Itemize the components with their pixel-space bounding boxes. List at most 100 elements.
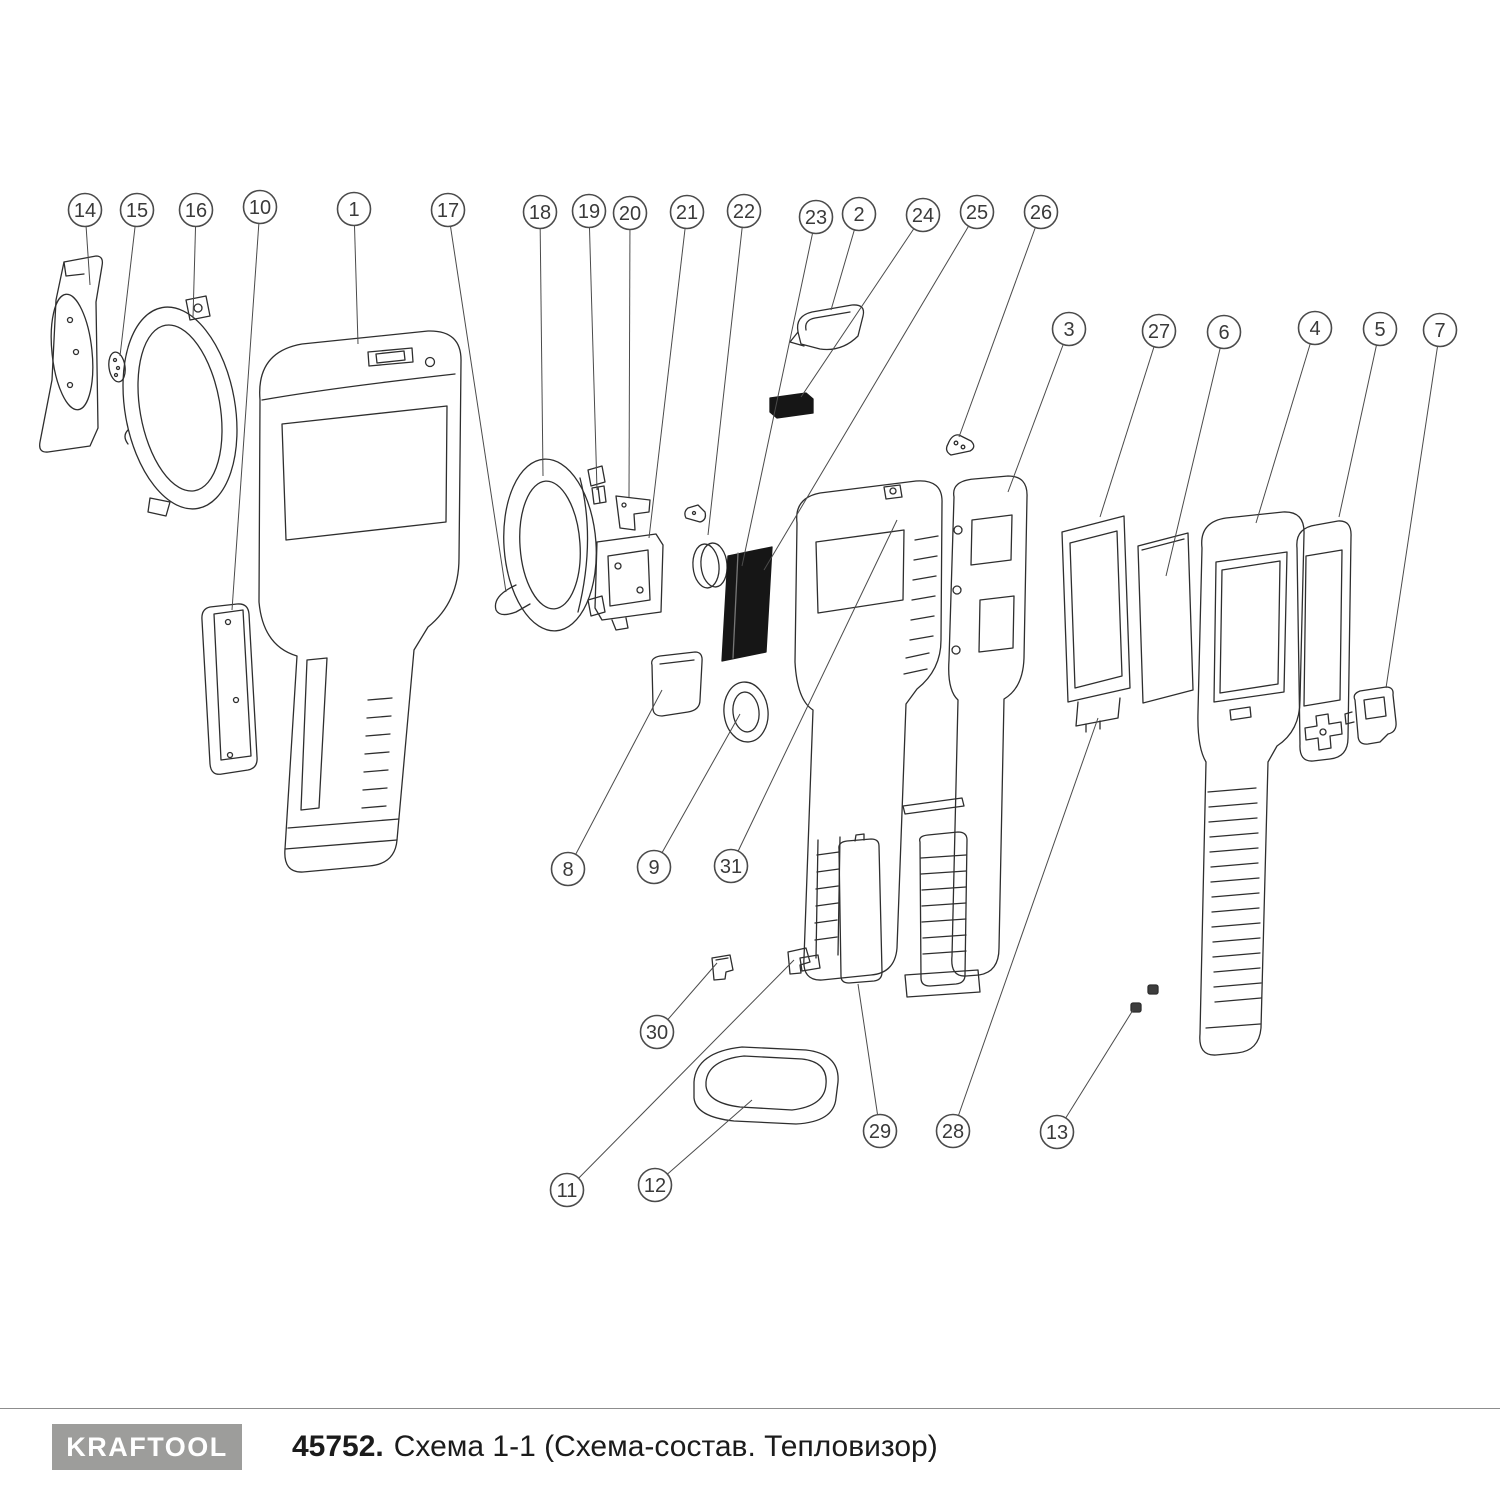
callout-leader-lines [84,206,1441,1191]
callout-leader-7 [1385,329,1441,689]
callout-number-24: 24 [912,205,934,227]
callout-circle-3 [1051,311,1087,347]
callout-number-1: 1 [348,199,359,221]
callout-leader-6 [1165,331,1225,577]
callout-circle-12 [637,1167,673,1203]
brand-name: KRAFTOOL [66,1431,228,1462]
callout-circle-7 [1422,312,1458,348]
callout-number-10: 10 [249,197,271,219]
callout-number-5: 5 [1374,319,1385,341]
part-rear-frame-plate [904,475,1028,998]
callout-number-31: 31 [720,856,742,878]
callout-circle-16 [178,192,214,228]
part-10-side-cover [201,603,258,775]
callout-leader-19 [588,210,598,491]
callout-number-17: 17 [437,200,459,222]
callout-leader-3 [1007,328,1070,493]
callout-number-30: 30 [646,1022,668,1044]
diagram-title: 45752. Схема 1-1 (Схема-состав. Тепловизо… [292,1424,938,1470]
callout-leader-5 [1338,328,1381,518]
part-1-front-housing [258,330,462,873]
callout-number-25: 25 [966,202,988,224]
kraftool-logo: KRAFTOOL [52,1424,242,1470]
diagram-name: Схема 1-1 (Схема-состав. Тепловизор) [393,1430,938,1463]
callout-circle-10 [242,189,278,225]
callout-leader-24 [800,214,924,398]
callout-circle-9 [636,849,672,885]
part-8-rubber-sleeve [651,651,703,717]
part-9-grommet [723,681,769,743]
callout-circle-4 [1297,310,1333,346]
callout-leader-1 [353,208,359,345]
callout-number-29: 29 [869,1121,891,1143]
part-12-bottom-cap [693,1046,839,1125]
part-20-bracket [615,495,651,531]
callout-number-28: 28 [942,1121,964,1143]
part-27-lcd-display [1061,515,1131,733]
callout-circle-18 [522,194,558,230]
part-22-clip [684,504,707,523]
callout-number-20: 20 [619,203,641,225]
callout-circle-2 [841,196,877,232]
callout-number-12: 12 [644,1175,666,1197]
callout-leader-27 [1099,330,1160,518]
callout-leader-13 [1056,1009,1134,1133]
part-4-rear-housing [1197,511,1305,1056]
callout-leader-25 [763,211,978,571]
callout-leader-23 [741,216,817,567]
callout-circle-23 [798,199,834,235]
part-18-lens-ring [494,458,606,632]
diagram-number: 45752. [292,1430,384,1463]
callout-circle-31 [713,848,749,884]
callout-leader-26 [958,211,1042,438]
callout-leader-8 [567,689,663,870]
callout-number-22: 22 [733,201,755,223]
callout-leader-15 [119,209,138,357]
callout-number-11: 11 [557,1180,578,1202]
callout-circle-14 [67,192,103,228]
callout-circle-28 [935,1113,971,1149]
callout-leader-10 [231,206,261,611]
callout-number-14: 14 [74,200,96,222]
callout-circle-11 [549,1172,585,1208]
callout-number-6: 6 [1218,322,1229,344]
callout-number-16: 16 [185,200,207,222]
callout-leader-21 [648,211,688,539]
callout-leader-22 [707,210,745,536]
callout-circle-20 [612,195,648,231]
callout-leader-20 [628,212,631,498]
part-21-lens-module [594,533,664,631]
callout-circle-25 [959,194,995,230]
part-24-block [769,392,814,419]
callout-circle-13 [1039,1114,1075,1150]
callout-leader-9 [653,713,741,868]
callout-leader-28 [952,717,1099,1132]
part-16-front-bezel [122,295,238,517]
callout-circle-17 [430,192,466,228]
part-13-screws [1130,984,1159,1013]
callout-circle-27 [1141,313,1177,349]
part-15-oval-gasket [108,351,126,383]
callout-leader-12 [654,1099,753,1186]
footer-divider [0,1408,1500,1409]
callout-circle-29 [862,1113,898,1149]
callout-circle-8 [550,851,586,887]
part-25-ribbon-cable [721,546,773,662]
callout-circle-19 [571,193,607,229]
callout-number-21: 21 [676,202,698,224]
parts-line-art [39,255,1397,1125]
callout-circle-26 [1023,194,1059,230]
callout-number-2: 2 [853,204,864,226]
callout-leader-29 [857,983,881,1132]
part-14-flat-plate [39,255,104,453]
part-19-spacer [591,485,607,505]
callout-circle-1 [336,191,372,227]
callout-number-8: 8 [562,859,573,881]
part-2-trigger [789,304,865,351]
part-5-screen-bezel [1296,520,1352,762]
callout-number-3: 3 [1063,319,1074,341]
callout-circle-30 [639,1014,675,1050]
